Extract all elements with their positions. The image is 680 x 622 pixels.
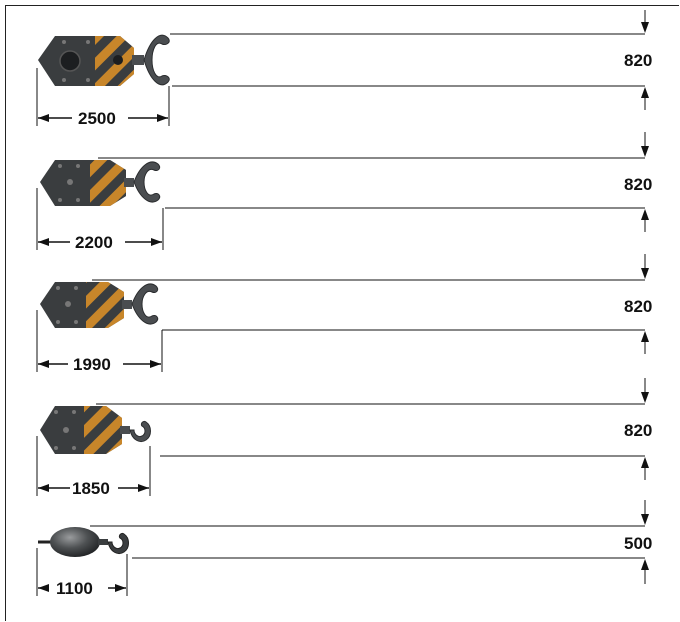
height-label-1: 820 bbox=[624, 51, 652, 70]
width-dim-2 bbox=[36, 188, 164, 250]
width-label-5: 1100 bbox=[56, 579, 93, 598]
height-label-5: 500 bbox=[624, 534, 652, 553]
hook-block-2-image bbox=[40, 160, 161, 206]
width-label-1: 2500 bbox=[78, 109, 116, 128]
hook-block-4-image bbox=[40, 406, 151, 454]
ball-hook-image bbox=[38, 527, 129, 557]
height-dim-arrows-3 bbox=[641, 254, 649, 354]
width-label-4: 1850 bbox=[72, 479, 110, 498]
height-label-3: 820 bbox=[624, 297, 652, 316]
height-dim-arrows-2 bbox=[641, 132, 649, 232]
diagram-frame bbox=[5, 5, 679, 621]
height-label-4: 820 bbox=[624, 421, 652, 440]
height-dim-arrows-1 bbox=[641, 10, 649, 110]
block-5: 500 1100 bbox=[36, 500, 652, 598]
height-label-2: 820 bbox=[624, 175, 652, 194]
block-4: 820 1850 bbox=[36, 378, 652, 498]
hook-block-1-image bbox=[38, 34, 170, 86]
width-label-2: 2200 bbox=[75, 233, 113, 252]
width-dim-4 bbox=[36, 436, 151, 496]
width-dim-1 bbox=[36, 68, 170, 126]
block-1: 820 2500 bbox=[36, 10, 652, 128]
height-dim-arrows-5 bbox=[641, 500, 649, 584]
block-3: 820 1990 bbox=[36, 254, 652, 374]
block-2: 820 2200 bbox=[36, 132, 652, 252]
height-dim-arrows-4 bbox=[641, 378, 649, 480]
width-label-3: 1990 bbox=[73, 355, 111, 374]
width-dim-5 bbox=[36, 548, 128, 596]
width-dim-3 bbox=[36, 310, 163, 372]
hook-block-3-image bbox=[40, 282, 159, 328]
